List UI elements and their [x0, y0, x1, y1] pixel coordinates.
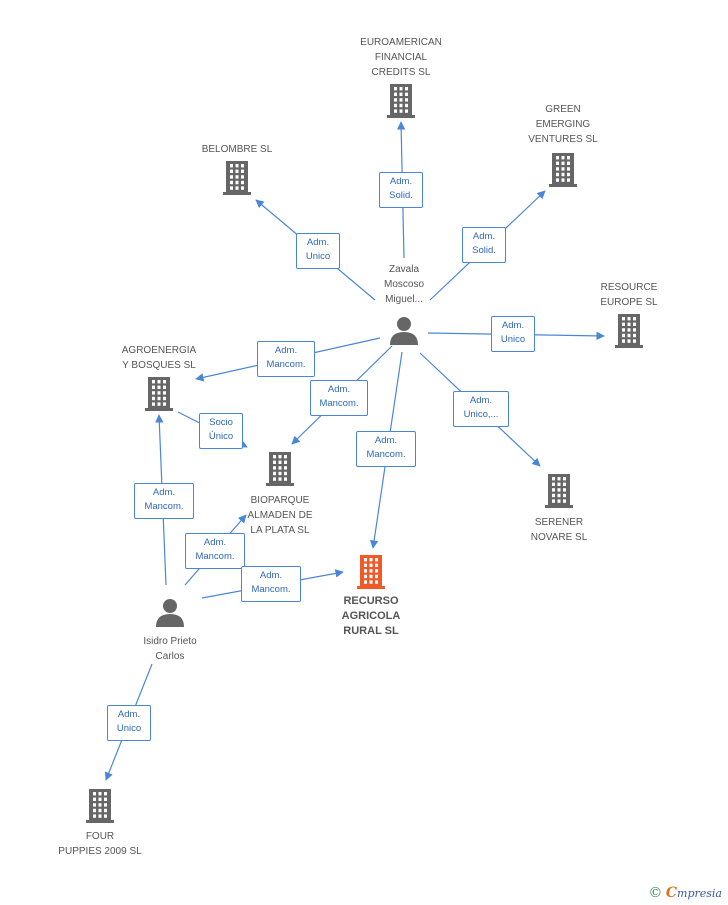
node-label-euroamerican[interactable]: EUROAMERICAN FINANCIAL CREDITS SL [360, 37, 442, 78]
building-icon[interactable] [545, 474, 573, 508]
edge-label-agroenergia-to-bioparque[interactable]: Socio Único [199, 413, 243, 449]
building-icon[interactable] [387, 84, 415, 118]
edge-label-isidro-to-bioparque[interactable]: Adm. Mancom. [185, 533, 245, 569]
person-icon[interactable] [156, 599, 184, 627]
building-icon[interactable] [615, 314, 643, 348]
nodes-layer [86, 84, 643, 823]
edge-label-zavala-to-serener[interactable]: Adm. Unico,... [453, 391, 509, 427]
node-label-isidro[interactable]: Isidro Prieto Carlos [143, 636, 197, 662]
node-label-four[interactable]: FOUR PUPPIES 2009 SL [58, 831, 142, 857]
node-label-bioparque[interactable]: BIOPARQUE ALMADEN DE LA PLATA SL [247, 495, 313, 536]
copyright-symbol: © [648, 885, 663, 901]
node-label-resource[interactable]: RESOURCE EUROPE SL [600, 282, 658, 308]
person-icon[interactable] [390, 317, 418, 345]
node-label-serener[interactable]: SERENER NOVARE SL [530, 517, 588, 543]
edge-label-zavala-to-agroenergia[interactable]: Adm. Mancom. [257, 341, 315, 377]
node-label-zavala[interactable]: Zavala Moscoso Miguel... [383, 264, 425, 305]
building-icon[interactable] [223, 161, 251, 195]
edge-label-isidro-to-recurso[interactable]: Adm. Mancom. [241, 566, 301, 602]
edge-label-zavala-to-bioparque[interactable]: Adm. Mancom. [310, 380, 368, 416]
building-icon[interactable] [145, 377, 173, 411]
node-label-green[interactable]: GREEN EMERGING VENTURES SL [528, 104, 598, 145]
edge-label-zavala-to-green[interactable]: Adm. Solid. [462, 227, 506, 263]
edge-label-zavala-to-euroamerican[interactable]: Adm. Solid. [379, 172, 423, 208]
edge-label-zavala-to-resource[interactable]: Adm. Unico [491, 316, 535, 352]
building-icon[interactable] [86, 789, 114, 823]
brand-name: mpresia [677, 887, 722, 900]
building-icon[interactable] [549, 153, 577, 187]
edge-label-isidro-to-agroenergia[interactable]: Adm. Mancom. [134, 483, 194, 519]
building-icon[interactable] [266, 452, 294, 486]
edge-label-zavala-to-belombre[interactable]: Adm. Unico [296, 233, 340, 269]
node-label-agroenergia[interactable]: AGROENERGIA Y BOSQUES SL [121, 345, 197, 371]
edge-label-zavala-to-recurso[interactable]: Adm. Mancom. [356, 431, 416, 467]
building-icon[interactable] [357, 555, 385, 589]
node-label-belombre[interactable]: BELOMBRE SL [201, 144, 273, 155]
edges-layer [104, 121, 605, 781]
node-label-recurso[interactable]: RECURSO AGRICOLA RURAL SL [341, 595, 401, 637]
edge-label-isidro-to-four[interactable]: Adm. Unico [107, 705, 151, 741]
brand-initial: C [665, 885, 678, 901]
watermark: © Cmpresia [648, 885, 722, 901]
